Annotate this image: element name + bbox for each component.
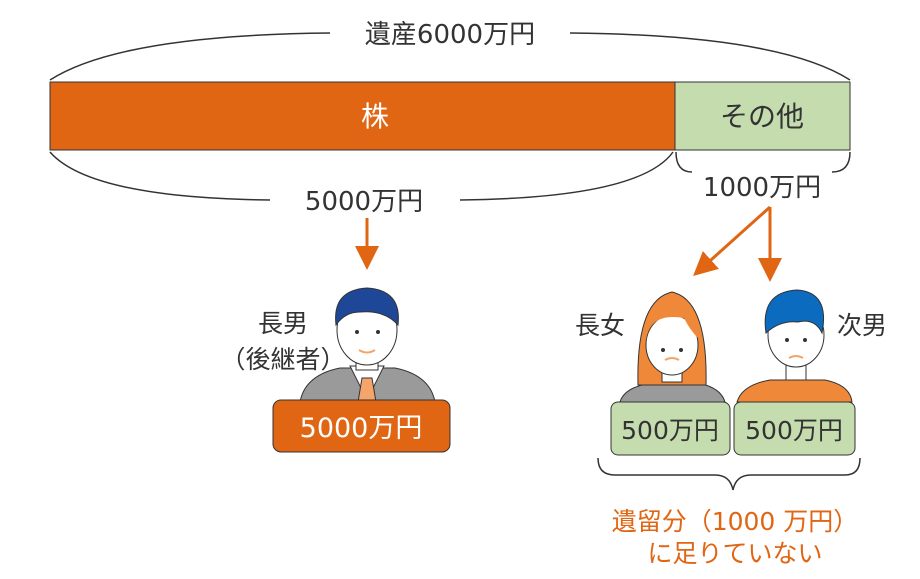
note-line-1: 遺留分（1000 万円） <box>612 507 859 536</box>
second-son-figure <box>736 289 853 403</box>
eldest-daughter-amount: 500万円 <box>621 416 719 445</box>
stock-bar <box>49 81 676 151</box>
eldest-daughter-name: 長女 <box>575 311 625 340</box>
eldest-son-figure <box>299 287 436 403</box>
other-bar <box>674 81 851 151</box>
total-label: 遺産6000万円 <box>365 20 535 50</box>
heirs-brace <box>597 457 861 491</box>
second-son-amount: 500万円 <box>745 416 843 445</box>
eldest-son-amount-box <box>272 399 451 453</box>
other-amount: 1000万円 <box>703 173 821 203</box>
eldest-son-amount: 5000万円 <box>300 413 423 444</box>
eldest-daughter-amount-box <box>610 401 731 456</box>
eldest-son-role: （後継者） <box>220 345 345 374</box>
other-brace <box>675 151 851 173</box>
arrow-to-eldest-daughter <box>693 205 772 277</box>
other-label: その他 <box>720 100 804 133</box>
eldest-son-name: 長男 <box>258 309 308 338</box>
stock-brace <box>49 151 674 201</box>
second-son-name: 次男 <box>837 311 887 340</box>
eldest-daughter-figure <box>619 291 726 403</box>
stock-amount: 5000万円 <box>305 187 423 217</box>
total-brace <box>49 32 851 81</box>
stock-label: 株 <box>361 100 389 133</box>
second-son-amount-box <box>733 401 856 456</box>
note-line-2: に足りていない <box>647 539 822 568</box>
